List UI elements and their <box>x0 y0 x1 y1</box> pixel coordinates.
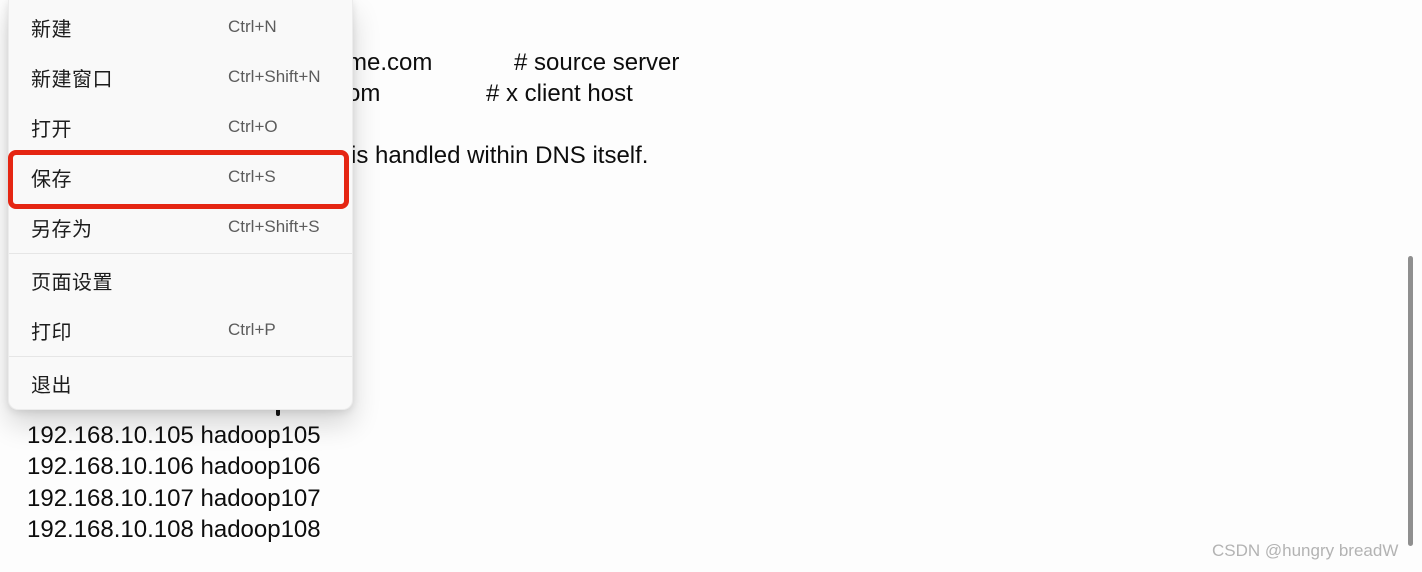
menu-item-label: 保存 <box>31 168 72 191</box>
occluded-p-descender <box>276 404 280 416</box>
hosts-file-line: 192.168.10.107 hadoop107 <box>27 485 321 512</box>
menu-item-label: 另存为 <box>31 218 93 241</box>
doc-text-fragment: # x client host <box>486 80 633 107</box>
menu-item-label: 打开 <box>31 118 72 141</box>
vertical-scrollbar-thumb[interactable] <box>1408 256 1413 546</box>
file-menu-dropdown: 新建 Ctrl+N 新建窗口 Ctrl+Shift+N 打开 Ctrl+O 保存… <box>8 0 353 410</box>
menu-item-open[interactable]: 打开 Ctrl+O <box>9 102 352 152</box>
menu-item-shortcut: Ctrl+O <box>228 117 278 136</box>
menu-separator <box>9 356 352 357</box>
menu-item-label: 退出 <box>31 374 72 397</box>
menu-item-new[interactable]: 新建 Ctrl+N <box>9 2 352 52</box>
menu-item-label: 新建 <box>31 18 72 41</box>
menu-item-label: 页面设置 <box>31 271 113 294</box>
csdn-watermark: CSDN @hungry breadW <box>1212 541 1399 560</box>
menu-item-shortcut: Ctrl+Shift+S <box>228 217 320 236</box>
hosts-file-line: 192.168.10.105 hadoop105 <box>27 422 321 449</box>
menu-item-shortcut: Ctrl+S <box>228 167 276 186</box>
hosts-file-line: 192.168.10.106 hadoop106 <box>27 453 321 480</box>
doc-text-fragment: is handled within DNS itself. <box>351 142 649 169</box>
menu-item-new-window[interactable]: 新建窗口 Ctrl+Shift+N <box>9 52 352 102</box>
menu-item-shortcut: Ctrl+N <box>228 17 277 36</box>
doc-text-fragment: me.com <box>347 49 433 76</box>
menu-item-save[interactable]: 保存 Ctrl+S <box>9 152 352 202</box>
menu-item-shortcut: Ctrl+Shift+N <box>228 67 321 86</box>
menu-item-page-setup[interactable]: 页面设置 <box>9 255 352 305</box>
menu-item-save-as[interactable]: 另存为 Ctrl+Shift+S <box>9 202 352 252</box>
menu-item-label: 打印 <box>31 321 72 344</box>
hosts-file-line: 192.168.10.108 hadoop108 <box>27 516 321 543</box>
doc-text-fragment: # source server <box>514 49 680 76</box>
menu-item-label: 新建窗口 <box>31 68 113 91</box>
menu-item-shortcut: Ctrl+P <box>228 320 276 339</box>
menu-separator <box>9 253 352 254</box>
menu-item-print[interactable]: 打印 Ctrl+P <box>9 305 352 355</box>
menu-item-exit[interactable]: 退出 <box>9 358 352 408</box>
